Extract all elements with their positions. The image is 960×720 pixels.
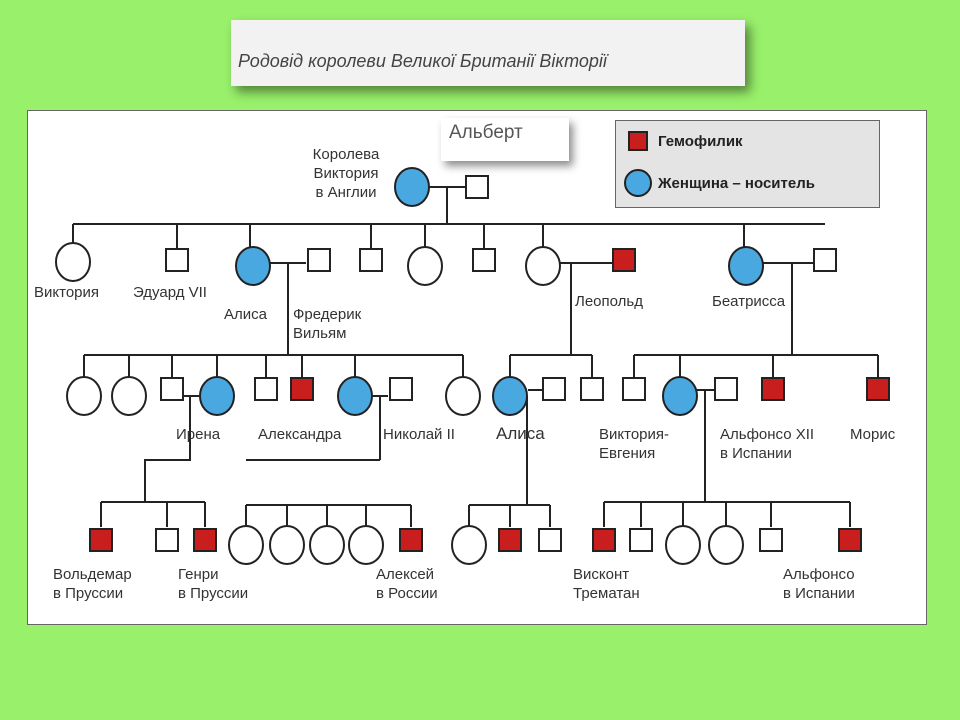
daughter-female-circle: [451, 525, 487, 565]
son-hemophiliac-square: [761, 377, 785, 401]
leopold-hemophiliac-square: [612, 248, 636, 272]
son-male-square: [155, 528, 179, 552]
son-male-square: [254, 377, 278, 401]
son-hemophiliac-square: [498, 528, 522, 552]
alexei-hemophiliac-square: [399, 528, 423, 552]
daughter-female-circle: [708, 525, 744, 565]
daughter-female-circle: [111, 376, 147, 416]
albert-label-box: Альберт: [441, 118, 569, 161]
daughter-female-circle: [445, 376, 481, 416]
victoria-eugenie-carrier-circle: [662, 376, 698, 416]
label-viscount-trematan: Висконт Трематан: [573, 566, 640, 602]
beatrice-husband-male-square: [813, 248, 837, 272]
daughter-female-circle: [269, 525, 305, 565]
irene-carrier-circle: [199, 376, 235, 416]
label-victoria: Виктория: [34, 284, 100, 301]
hemophiliac-male-icon: [628, 131, 648, 151]
label-nicholas-ii: Николай II: [383, 426, 455, 443]
daughter-female-circle: [309, 525, 345, 565]
victoria-female-circle: [55, 242, 91, 282]
label-waldemar: Вольдемар в Пруссии: [53, 566, 132, 602]
label-maurice: Морис: [850, 426, 896, 443]
frederick-william-male-square: [307, 248, 331, 272]
viscount-trematan-hemophiliac-square: [592, 528, 616, 552]
carrier-female-icon: [624, 169, 652, 197]
albert-male-square: [465, 175, 489, 199]
page-title: Родовід королеви Великої Британії Віктор…: [238, 51, 607, 71]
label-frederick-william: Фредерик Вильям: [292, 305, 363, 343]
maurice-hemophiliac-square: [866, 377, 890, 401]
alice-carrier-circle: [235, 246, 271, 286]
legend-item-carrier: Женщина – носитель: [624, 169, 815, 197]
legend: Гемофилик Женщина – носитель: [615, 120, 880, 208]
son-male-square: [629, 528, 653, 552]
albert-label: Альберт: [449, 122, 523, 143]
son-male-square: [759, 528, 783, 552]
label-irene: Ирена: [176, 426, 221, 443]
alfonso-xii-male-square: [714, 377, 738, 401]
alice-2-carrier-circle: [492, 376, 528, 416]
daughter-female-circle: [407, 246, 443, 286]
label-alice: Алиса: [224, 306, 267, 323]
label-leopold: Леопольд: [575, 293, 643, 310]
beatrice-carrier-circle: [728, 246, 764, 286]
nicholas-ii-male-square: [389, 377, 413, 401]
label-alfonso-xii: Альфонсо XII в Испании: [720, 426, 815, 462]
label-alfonso: Альфонсо в Испании: [783, 566, 855, 602]
alfonso-hemophiliac-square: [838, 528, 862, 552]
son-male-square: [472, 248, 496, 272]
title-box: Родовід королеви Великої Британії Віктор…: [231, 20, 745, 86]
label-victoria-eugenie: Виктория- Евгения: [599, 426, 669, 462]
label-alice-2: Алиса: [496, 424, 545, 443]
waldemar-hemophiliac-square: [89, 528, 113, 552]
label-henry: Генри в Пруссии: [178, 566, 249, 602]
descent-line-irene: [144, 396, 191, 502]
son-male-square: [359, 248, 383, 272]
label-alexandra: Александра: [258, 426, 342, 443]
son-hemophiliac-square: [290, 377, 314, 401]
label-beatrice: Беатрисса: [712, 293, 786, 310]
henry-hemophiliac-square: [193, 528, 217, 552]
label-alexei: Алексей в России: [376, 566, 438, 602]
label-edward-vii: Эдуард VII: [133, 284, 207, 301]
label-queen-victoria: Королева Виктория в Англии: [312, 146, 380, 201]
daughter-female-circle: [66, 376, 102, 416]
son-male-square: [538, 528, 562, 552]
leopold-wife-female-circle: [525, 246, 561, 286]
queen-victoria-carrier-circle: [394, 167, 430, 207]
legend-item-hemophiliac: Гемофилик: [628, 131, 743, 151]
legend-label-carrier: Женщина – носитель: [658, 174, 815, 192]
daughter-female-circle: [665, 525, 701, 565]
edward-vii-male-square: [165, 248, 189, 272]
son-male-square: [580, 377, 604, 401]
son-male-square: [542, 377, 566, 401]
daughter-female-circle: [348, 525, 384, 565]
alexandra-carrier-circle: [337, 376, 373, 416]
son-male-square: [622, 377, 646, 401]
legend-label-hemophiliac: Гемофилик: [658, 132, 743, 150]
son-male-square: [160, 377, 184, 401]
daughter-female-circle: [228, 525, 264, 565]
